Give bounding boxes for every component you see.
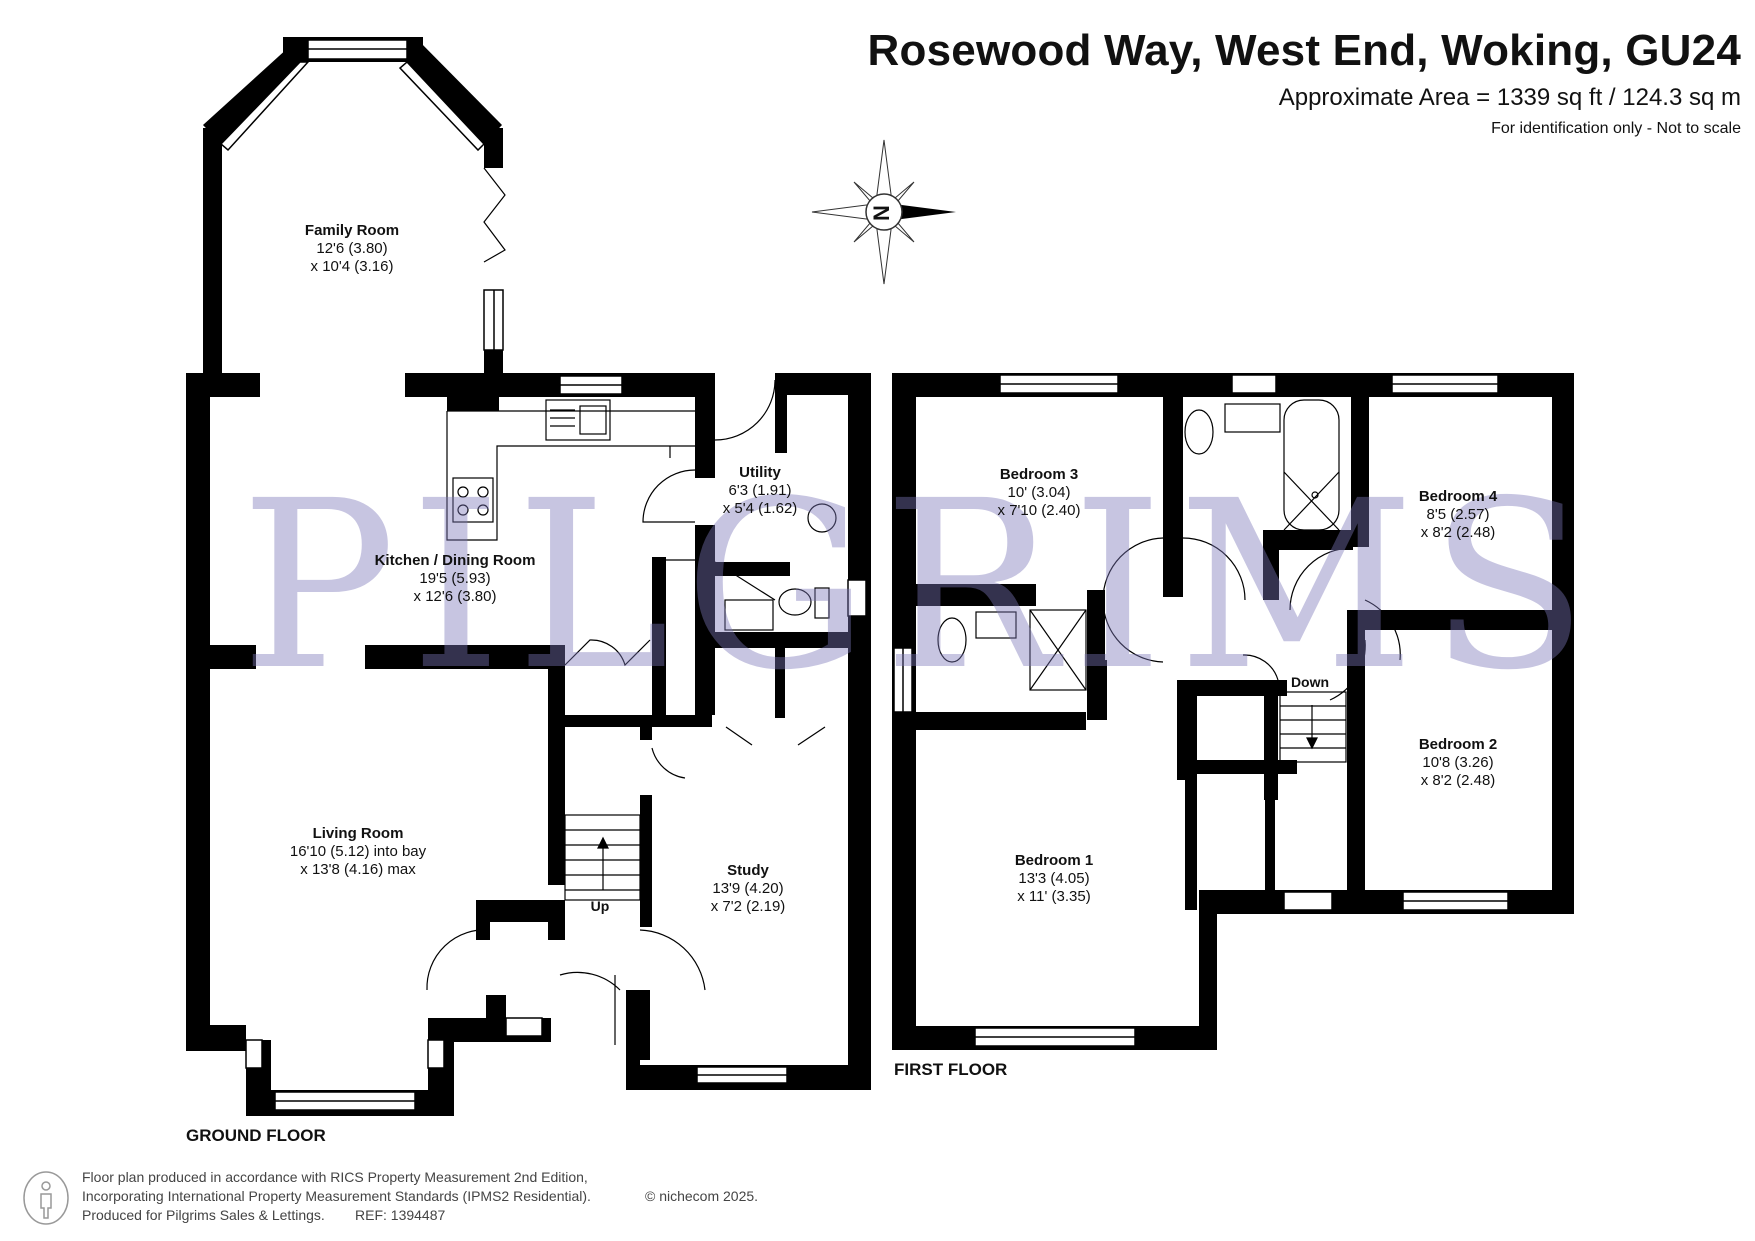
compass-north-label: N <box>868 205 894 221</box>
ground-floor-fixtures <box>426 167 837 1045</box>
page-title: Rosewood Way, West End, Woking, GU24 <box>867 26 1741 75</box>
first-floor-label: FIRST FLOOR <box>894 1060 1008 1079</box>
room-label-bedroom-2: Bedroom 2 10'8 (3.26) x 8'2 (2.48) <box>1418 736 1498 789</box>
room-label-bedroom-1: Bedroom 1 13'3 (4.05) x 11' (3.35) <box>1014 852 1094 905</box>
stairs-up-label: Up <box>590 898 610 914</box>
person-icon <box>23 1171 69 1225</box>
footer-ref: REF: 1394487 <box>355 1207 446 1223</box>
compass-rose-icon <box>811 139 956 285</box>
room-label-kitchen-dining-room: Kitchen / Dining Room 19'5 (5.93) x 12'6… <box>374 552 536 605</box>
first-floor-fixtures <box>937 399 1401 870</box>
room-label-living-room: Living Room 16'10 (5.12) into bay x 13'8… <box>289 825 427 878</box>
room-label-utility: Utility 6'3 (1.91) x 5'4 (1.62) <box>722 464 798 517</box>
room-label-bedroom-4: Bedroom 4 8'5 (2.57) x 8'2 (2.48) <box>1418 488 1498 541</box>
footer-line-2: Incorporating International Property Mea… <box>82 1188 591 1204</box>
ground-floor-windows <box>219 39 867 1111</box>
ground-floor-walls <box>186 37 871 1116</box>
footer-line-3: Produced for Pilgrims Sales & Lettings. <box>82 1207 325 1223</box>
room-label-bedroom-3: Bedroom 3 10' (3.04) x 7'10 (2.40) <box>997 466 1081 519</box>
stairs-down-label: Down <box>1290 674 1330 690</box>
room-label-family-room: Family Room 12'6 (3.80) x 10'4 (3.16) <box>304 222 400 275</box>
room-label-study: Study 13'9 (4.20) x 7'2 (2.19) <box>710 862 786 915</box>
watermark: PILGRIMS <box>240 451 1602 721</box>
first-floor-windows <box>893 374 1509 1047</box>
approximate-area: Approximate Area = 1339 sq ft / 124.3 sq… <box>1278 84 1741 111</box>
ground-floor-label: GROUND FLOOR <box>186 1126 326 1145</box>
footer-copyright: © nichecom 2025. <box>645 1188 759 1204</box>
disclaimer-note: For identification only - Not to scale <box>1491 120 1741 137</box>
footer-line-1: Floor plan produced in accordance with R… <box>82 1169 588 1185</box>
